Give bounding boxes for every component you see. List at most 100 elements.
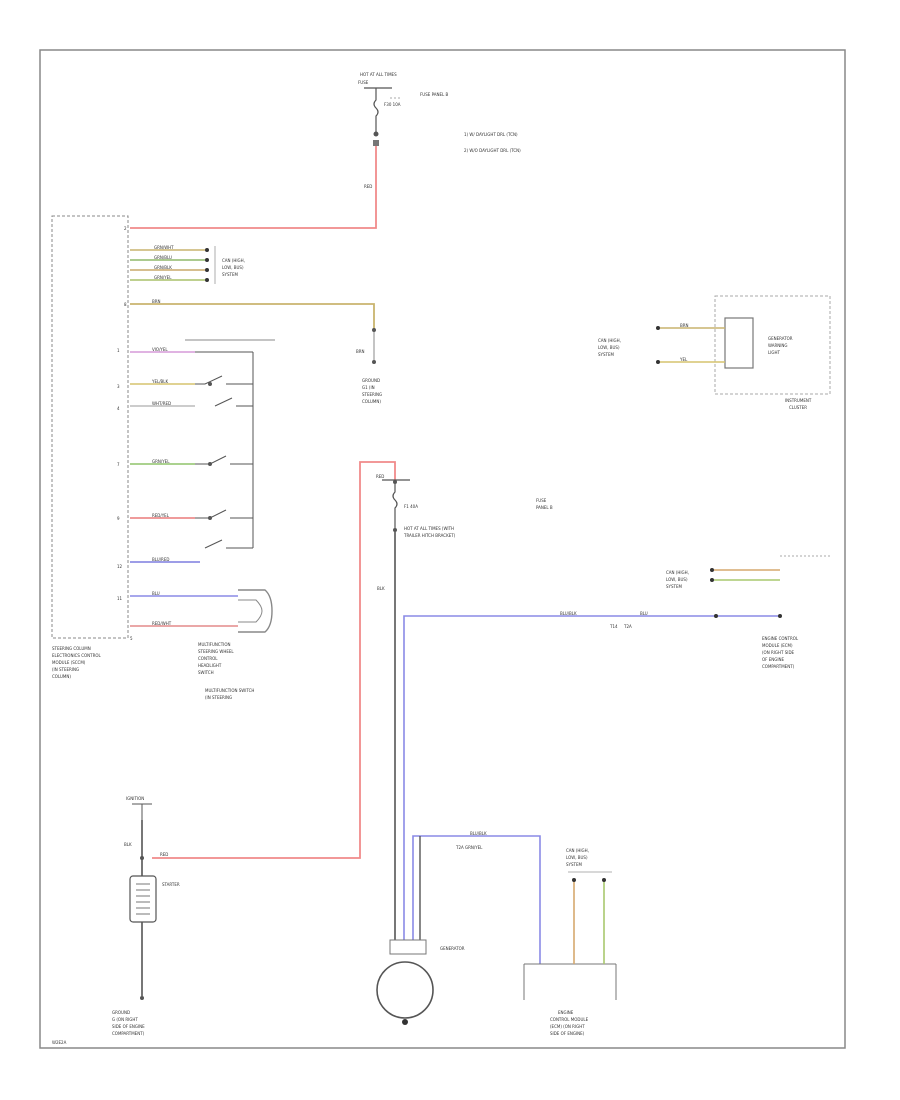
wire-label: BLU/RED [152,557,169,562]
switch-caption-4: HEADLIGHT [198,663,222,668]
pin-label: 12 [117,564,123,569]
ic-pin-label-1: GENERATOR [768,336,793,341]
red-wire-middle [152,461,396,859]
ground-left-4: COLUMN) [362,399,381,404]
page-code: W2E2A [52,1040,67,1045]
gen-ground-caption-3: (ECM) (ON RIGHT [550,1024,585,1029]
generator: BLU/BLK T2A GRN/YEL GENERATOR CAN (HIGH,… [376,831,617,1036]
gen-plug [389,939,427,955]
pin-label: 9 [117,516,120,521]
can-wire-label-3: GRN/BLK [154,265,172,270]
wire-label: VIO/YEL [152,347,168,352]
switch-caption-6: MULTIFUNCTION SWITCH [205,688,254,693]
ground-left-3: STEERING [362,392,382,397]
top-fuse-symbol [373,88,379,132]
ecm-can-dot [710,578,714,582]
middle-fuse-wire: RED [376,474,384,479]
instrument-cluster: BRN YEL CAN (HIGH, LOW, BUS) SYSTEM GENE… [598,295,831,410]
ecm-pin-2: T2A [623,624,632,629]
middle-fuse-line-5: TRAILER HITCH BRACKET) [403,533,456,538]
pin-label: 7 [117,462,120,467]
ignition-tap [132,803,152,820]
ic-wire-label-1: BRN [680,323,689,328]
gen-ground-caption-2: CONTROL MODULE [550,1017,589,1022]
switch-caption-1: MULTIFUNCTION [198,642,230,647]
wire-label: YEL/BLK [151,379,169,384]
pin-label: 5 [130,636,133,641]
ground-left-1: GROUND [362,378,380,383]
ecm-can-2: LOW, BUS) [666,577,688,582]
starter: IGNITION BLK RED STARTER GROUND G (ON RI… [112,796,180,1036]
gen-wire-top: BLU/BLK [470,831,487,836]
ecm-can-3: SYSTEM [666,584,682,589]
ecm-pin-1: T14 [609,624,618,629]
can-dot [205,258,209,262]
wire-label: RED/WHT [152,621,172,626]
top-fuse-rating: F30 10A [384,102,401,107]
middle-fuse-rating: F1 40A [404,504,418,509]
switch-caption-2: STEERING WHEEL [198,649,234,654]
top-fuse-label-1: HOT AT ALL TIMES [360,72,397,77]
ecm-can-dot [710,568,714,572]
ic-pin-label-2: WARNING [768,343,788,348]
brn-wire-label: BRN [152,299,161,304]
starter-label: STARTER [162,882,180,887]
top-wire-label: RED [364,184,372,189]
middle-fuse-symbol [392,484,398,528]
starter-ground-2: G (ON RIGHT [112,1017,138,1022]
gen-ground-caption-4: SIDE OF ENGINE) [550,1031,585,1036]
ic-caption-3: SYSTEM [598,352,614,357]
ic-name-2: CLUSTER [789,405,807,410]
middle-fuse-terminal-2 [393,528,397,532]
ecm-bottom-dot [602,878,606,882]
ecm-name-3: (ON RIGHT SIDE [762,650,795,655]
can-wire-label-2: GRN/BLU [154,255,172,260]
starter-ground-4: COMPARTMENT) [112,1031,145,1036]
middle-fuse: RED F1 40A FUSE PANEL B HOT AT ALL TIMES… [152,461,553,940]
left-module-line-1: STEERING COLUMN [52,646,91,651]
ic-caption-1: CAN (HIGH, [598,338,621,343]
wire-label: GRN/YEL [152,459,170,464]
switch-caption-7: (IN STEERING [205,695,232,700]
middle-fuse-line-1: FUSE [536,498,547,503]
instrument-cluster-box [714,295,831,395]
starter-junction [140,856,144,860]
can-label-3: SYSTEM [222,272,238,277]
switch-dot [208,382,212,386]
starter-red: RED [160,852,168,857]
blu-wire-right [403,615,780,940]
brn-text: BRN [356,349,365,354]
ecm-can-1: CAN (HIGH, [666,570,689,575]
ecm-name-2: MODULE (ECM) [762,643,793,648]
ic-pin-label-3: LIGHT [768,350,781,355]
wire-label: RED/YEL [152,513,170,518]
switch-contact [204,539,253,549]
starter-coil [136,883,150,915]
switch-contact [214,397,253,407]
brn-terminal-2 [372,360,376,364]
pin-label: 11 [117,596,123,601]
horn-switch-inner [238,599,263,623]
can-label-2: LOW, BUS) [222,265,244,270]
can-wire-label-1: GRN/WHT [154,245,174,250]
brn-terminal [372,328,376,332]
can-label-1: CAN (HIGH, [222,258,245,263]
top-fuse-group: HOT AT ALL TIMES FUSE F30 10A FUSE PANEL… [358,72,521,189]
top-fuse-panel: FUSE PANEL B [420,92,448,97]
starter-ground-1: GROUND [112,1010,130,1015]
ecm-wire-mid: BLU/BLK [560,611,577,616]
blk-wire-label: BLK [377,586,385,591]
top-note-2: 2) W/O DAYLIGHT DRL (TCN) [464,148,521,153]
horn-switch [238,589,273,633]
switch-caption-3: CONTROL [198,656,218,661]
left-module-line-4: (IN STEERING [52,667,79,672]
left-module-box [51,215,129,639]
ic-wire-label-2: YEL [679,357,688,362]
middle-fuse-line-2: PANEL B [536,505,553,510]
middle-fuse-terminal [393,480,397,484]
top-fuse-terminal [373,131,379,137]
wire-label: BLU [152,591,160,596]
switch-contact [195,509,253,519]
ecm-bottom-dot [572,878,576,882]
